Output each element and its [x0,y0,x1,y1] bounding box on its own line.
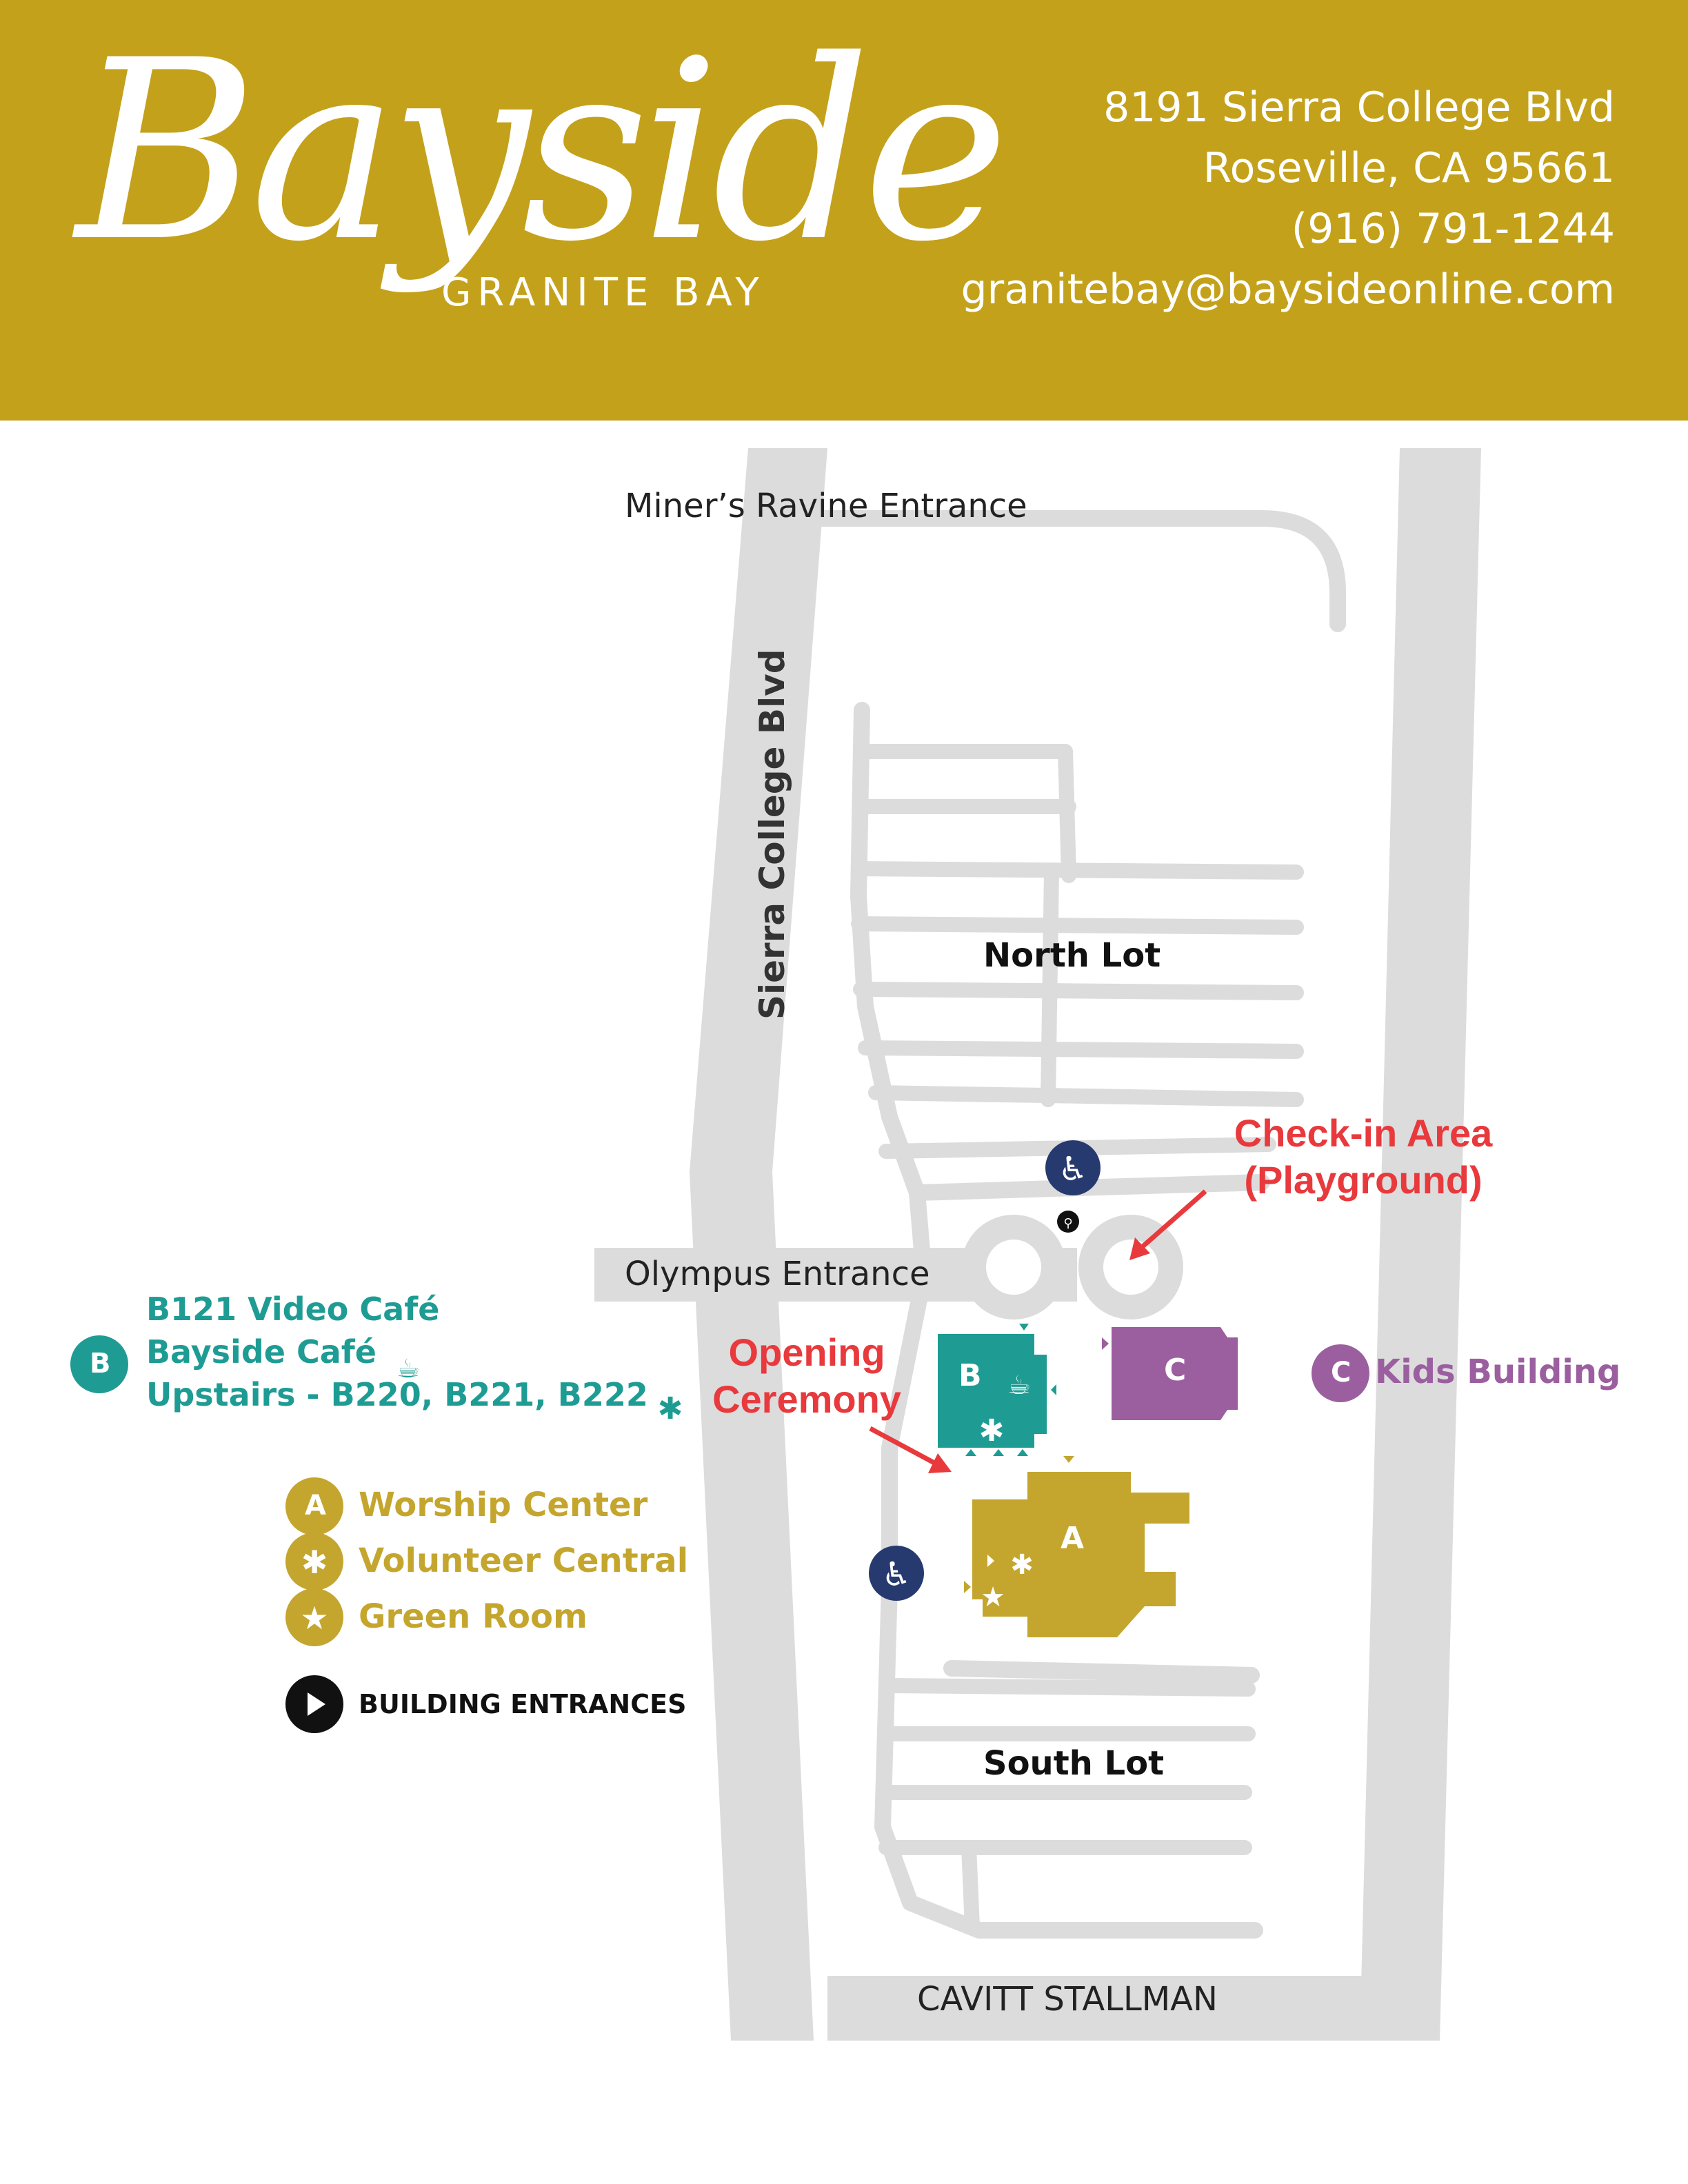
building-a: ✱ ★ [964,1456,1189,1637]
checkin-line2: (Playground) [1244,1158,1483,1202]
legend-building-entrances: BUILDING ENTRANCES [359,1689,687,1719]
email-address[interactable]: granitebay@baysideonline.com [961,265,1615,314]
checkin-line1: Check-in Area [1234,1111,1493,1155]
accessible-parking-icon-south: ♿ [869,1546,924,1601]
restroom-icon: ⚲ [1057,1211,1079,1233]
roundabout-east [1078,1215,1183,1320]
sierra-college-blvd-road [690,448,827,2041]
volunteer-star-icon: ✱ [979,1413,1005,1448]
legend-volunteer-badge-shape [285,1533,343,1590]
legend-c-badge-shape [1312,1344,1369,1402]
olympus-entrance-label: Olympus Entrance [625,1255,930,1293]
legend-volunteer-central: Volunteer Central [359,1541,689,1580]
building-b: ☕ ✱ [938,1324,1056,1456]
east-road [1360,448,1481,2041]
legend-b-line1: B121 Video Café [146,1291,440,1328]
building-b-letter: B [958,1358,982,1393]
svg-text:♿: ♿ [881,1555,911,1594]
opening-ceremony-label: Opening Ceremony [696,1329,917,1423]
campus-loop-roads [814,510,1346,1939]
opening-line2: Ceremony [712,1377,901,1421]
volunteer-central-icon: ✱ [1010,1549,1034,1581]
cavitt-stallman-label: CAVITT STALLMAN [917,1980,1218,2019]
legend-a-badge-shape [285,1477,343,1535]
roundabout-west [961,1215,1066,1320]
legend-kids-building: Kids Building [1375,1353,1621,1391]
checkin-area-label: Check-in Area (Playground) [1208,1110,1518,1204]
building-a-letter: A [1061,1521,1085,1556]
legend-b-badge-shape [70,1335,128,1393]
legend-b-line3: Upstairs - B220, B221, B222 [146,1376,648,1413]
cavitt-stallman-road [827,1976,1374,2041]
north-lot-rows [851,744,1304,1159]
south-lot-label: South Lot [983,1744,1165,1783]
legend-worship-center: Worship Center [359,1486,648,1524]
sierra-college-blvd-label: Sierra College Blvd [752,649,792,1020]
green-room-icon: ★ [981,1581,1005,1613]
south-lot-rows [878,1678,1256,1934]
accessible-parking-icon-north: ♿ [1045,1140,1101,1195]
miners-ravine-entrance-label: Miner’s Ravine Entrance [625,487,1027,525]
campus-map: ☕ ✱ ✱ ★ ♿ ♿ ⚲ [0,421,1688,2184]
north-lot-label: North Lot [983,936,1161,975]
legend-green-room: Green Room [359,1597,587,1636]
legend-c-badge: C [1331,1357,1352,1388]
svg-text:⚲: ⚲ [1063,1216,1072,1231]
legend-b-badge: B [90,1348,111,1379]
bayside-logo: Bayside [76,7,1009,296]
phone-number: (916) 791-1244 [1291,205,1615,253]
legend-green-star-icon: ★ [300,1599,328,1637]
opening-line1: Opening [728,1331,885,1374]
header-banner: Bayside GRANITE BAY 8191 Sierra College … [0,0,1688,421]
address-city: Roseville, CA 95661 [1203,144,1615,192]
logo-subtitle: GRANITE BAY [441,270,765,315]
opening-ceremony-arrow [869,1426,952,1473]
legend-b-line2: Bayside Café [146,1333,376,1371]
legend-green-badge-shape [285,1588,343,1646]
legend-asterisk-teal-icon: ✱ [658,1391,683,1426]
legend-volunteer-asterisk-icon: ✱ [301,1544,328,1581]
checkin-arrow [1129,1189,1207,1260]
contact-block: 8191 Sierra College Blvd Roseville, CA 9… [961,77,1615,320]
building-c-letter: C [1164,1353,1187,1388]
address-street: 8191 Sierra College Blvd [1103,83,1615,132]
legend-a-badge: A [305,1490,326,1521]
cafe-cup-icon: ☕ [1007,1370,1031,1400]
map-graphics: ☕ ✱ ✱ ★ ♿ ♿ ⚲ [70,448,1481,2041]
building-c [1102,1327,1238,1420]
legend-b-text: B121 Video Café Bayside Café Upstairs - … [146,1288,648,1416]
legend-entrance-badge-shape [285,1675,343,1733]
legend-cup-teal-icon: ☕ [396,1353,420,1384]
svg-text:♿: ♿ [1058,1150,1087,1189]
